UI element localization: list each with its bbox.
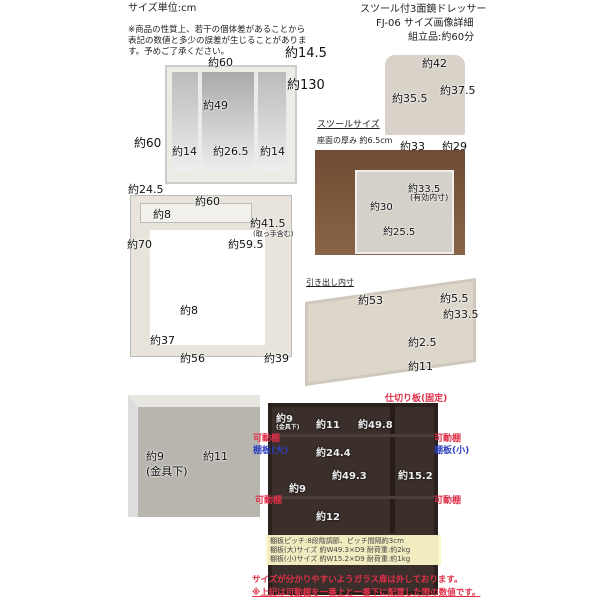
spec-box bbox=[266, 535, 441, 565]
mirror-left bbox=[172, 72, 198, 172]
movable-shelf-label: 可動棚 bbox=[434, 496, 462, 506]
dim: 約30 bbox=[370, 202, 393, 213]
dim: 約12 bbox=[316, 512, 340, 523]
spec-line: 棚板(大)サイズ 約W49.3×D9 耐荷重:約2kg bbox=[270, 546, 411, 554]
stool-section-title: スツールサイズ bbox=[317, 120, 380, 130]
dim: 約130 bbox=[287, 78, 325, 93]
dim-note: (金具下) bbox=[146, 465, 188, 478]
detail-photo bbox=[128, 395, 260, 517]
note-line-1: ※商品の性質上、若干の個体差があることから bbox=[128, 25, 306, 35]
dim: 約37.5 bbox=[440, 84, 476, 97]
drawer-section-title: 引き出し内寸 bbox=[306, 278, 354, 287]
note-line-2: 表記の数値と多少の誤差が生じることがありま bbox=[128, 36, 307, 46]
dim: 約24.4 bbox=[316, 448, 351, 459]
small-shelf-label: 棚板(小) bbox=[434, 446, 470, 456]
large-shelf-label: 棚板(大) bbox=[253, 446, 289, 456]
dim: 約14.5 bbox=[285, 46, 327, 61]
product-title: スツール付3面鏡ドレッサー bbox=[360, 4, 487, 15]
dresser-knee-space bbox=[150, 230, 265, 345]
mirror-center bbox=[202, 72, 254, 172]
dim: 約35.5 bbox=[392, 92, 428, 105]
dim: 約53 bbox=[358, 294, 383, 307]
dim: 約60 bbox=[134, 136, 162, 150]
movable-shelf-label: 可動棚 bbox=[253, 434, 281, 444]
spec-line: 棚板ピッチ:8段階調節、ピッチ間隔約3cm bbox=[270, 537, 404, 545]
dim: 約37 bbox=[150, 334, 175, 347]
dim: 約60 bbox=[208, 56, 233, 69]
dim: 約15.2 bbox=[398, 471, 433, 482]
dim: 約8 bbox=[153, 208, 171, 221]
product-subtitle: FJ-06 サイズ画像詳細 bbox=[376, 18, 474, 29]
dim: 約9 bbox=[289, 484, 306, 495]
dim: 約39 bbox=[264, 352, 289, 365]
dim: 約49.8 bbox=[358, 420, 393, 431]
dim-note: (金具下) bbox=[276, 424, 300, 431]
dim: 約2.5 bbox=[408, 336, 437, 349]
dim: 約33 bbox=[400, 140, 425, 153]
dim: 約9 bbox=[146, 450, 164, 463]
dim: 約42 bbox=[422, 57, 447, 70]
assembly-time: 組立品:約60分 bbox=[408, 32, 475, 43]
seat-thickness: 座面の厚み 約6.5cm bbox=[317, 136, 393, 145]
spec-line: 棚板(小)サイズ 約W15.2×D9 耐荷重:約1kg bbox=[270, 555, 411, 563]
dim: 約8 bbox=[180, 304, 198, 317]
stool-photo bbox=[385, 55, 465, 135]
dim: 約11 bbox=[408, 360, 433, 373]
warning-line-2: ※上記は可動棚を一番上と一番下に配置した際の数値です。 bbox=[252, 588, 481, 598]
dim: 約24.5 bbox=[128, 183, 164, 196]
dim: 約29 bbox=[442, 140, 467, 153]
dim: 約14 bbox=[260, 145, 285, 158]
dim: 約41.5 bbox=[250, 217, 286, 230]
dim: 約11 bbox=[316, 420, 340, 431]
movable-shelf-label: 可動棚 bbox=[434, 434, 462, 444]
dim-note: (有効内寸) bbox=[410, 193, 449, 202]
warning-line-1: サイズが分かりやすいようガラス扉は外しております。 bbox=[252, 575, 463, 585]
mirror-right bbox=[258, 72, 286, 172]
dim: 約56 bbox=[180, 352, 205, 365]
note-line-3: す。予めご了承ください。 bbox=[128, 47, 230, 57]
unit-label: サイズ単位:cm bbox=[128, 3, 197, 14]
dim: 約11 bbox=[203, 450, 228, 463]
dresser-drawer bbox=[140, 203, 252, 223]
dim: 約59.5 bbox=[228, 238, 264, 251]
dim: 約60 bbox=[195, 195, 220, 208]
dim: 約25.5 bbox=[383, 227, 416, 238]
partition bbox=[390, 403, 395, 533]
dim: 約33.5 bbox=[443, 308, 479, 321]
shelf-board bbox=[272, 434, 434, 437]
dim: 約14 bbox=[172, 145, 197, 158]
movable-shelf-label: 可動棚 bbox=[255, 496, 283, 506]
dim: 約70 bbox=[127, 238, 152, 251]
shelf-photo bbox=[268, 403, 438, 595]
dim: 約33.5 bbox=[408, 184, 441, 195]
shelf-board bbox=[272, 496, 434, 499]
dim: 約49.3 bbox=[332, 471, 367, 482]
stool-box bbox=[355, 170, 454, 254]
dim: 約5.5 bbox=[440, 292, 469, 305]
dim: 約9 bbox=[276, 414, 293, 425]
dim-note: (取っ手含む) bbox=[253, 230, 294, 238]
dim: 約49 bbox=[203, 99, 228, 112]
dim: 約26.5 bbox=[213, 145, 249, 158]
partition-label: 仕切り板(固定) bbox=[385, 394, 448, 404]
